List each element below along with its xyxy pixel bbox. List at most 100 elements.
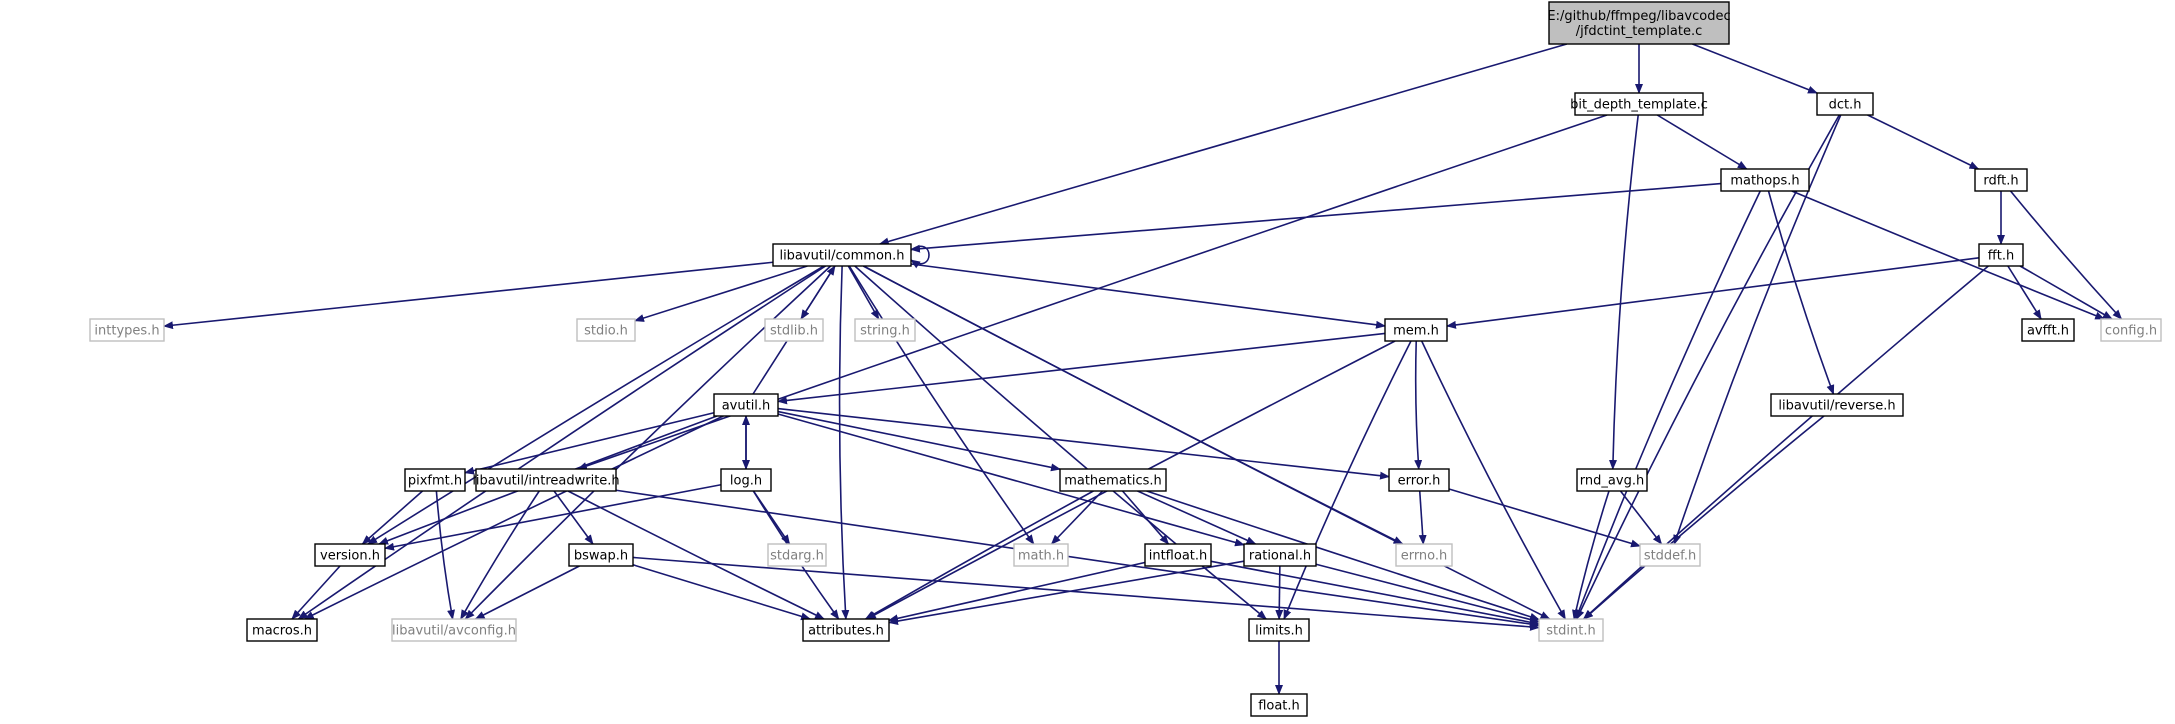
node-label-fft: fft.h [1988, 249, 2014, 264]
node-rational[interactable]: rational.h [1243, 543, 1317, 567]
node-avfft[interactable]: avfft.h [2021, 318, 2075, 342]
edge-common-to-errno [862, 265, 1404, 545]
node-label-avfft: avfft.h [2027, 324, 2069, 339]
node-pixfmt[interactable]: pixfmt.h [404, 468, 466, 492]
node-rdft[interactable]: rdft.h [1974, 168, 2028, 192]
node-box-rnd_avg [1576, 468, 1648, 492]
edge-avutil-to-mathematics [777, 410, 1061, 472]
node-log[interactable]: log.h [720, 468, 772, 492]
edge-intfloat-to-stdint [1210, 560, 1540, 627]
node-dct[interactable]: dct.h [1816, 92, 1874, 116]
edge-common-to-attributes [838, 265, 850, 620]
edge-intreadwrite-to-avconfig [460, 490, 540, 620]
node-version[interactable]: version.h [314, 543, 386, 567]
edge-common-to-mem [910, 263, 1386, 329]
edge-common-to-version [367, 265, 825, 545]
edge-error-to-errno [1418, 490, 1427, 545]
node-limits[interactable]: limits.h [1248, 618, 1310, 642]
node-label-error: error.h [1398, 474, 1441, 489]
edge-dct-to-stddef [1673, 114, 1842, 545]
edge-mathematics-to-math [1050, 490, 1104, 545]
edge-mathops-to-config [1791, 190, 2106, 320]
node-box-avfft [2021, 318, 2075, 342]
edge-mathematics-to-intfloat [1121, 490, 1170, 545]
edge-bswap-to-attributes [632, 564, 812, 621]
node-rnd_avg[interactable]: rnd_avg.h [1576, 468, 1648, 492]
node-label-bit_depth_template: bit_depth_template.c [1570, 98, 1708, 113]
edge-common-to-limits [854, 265, 1267, 620]
node-box-float [1250, 693, 1308, 717]
edge-pixfmt-to-version [361, 490, 424, 545]
node-label-reverse: libavutil/reverse.h [1778, 399, 1895, 414]
edge-rational-to-limits [1275, 565, 1284, 620]
node-box-bit_depth_template [1574, 92, 1704, 116]
edge-log-to-version [384, 483, 722, 551]
edge-mathops-to-reverse [1767, 190, 1835, 395]
node-label-intreadwrite: libavutil/intreadwrite.h [472, 474, 619, 489]
node-label-math: math.h [1018, 549, 1064, 564]
node-macros[interactable]: macros.h [246, 618, 318, 642]
node-mathematics[interactable]: mathematics.h [1059, 468, 1167, 492]
node-math: math.h [1013, 543, 1069, 567]
edge-intreadwrite-to-stdint [615, 489, 1540, 628]
edge-fft-to-mem [1446, 257, 1980, 329]
edge-mathematics-to-attributes [864, 490, 1094, 620]
node-float[interactable]: float.h [1250, 693, 1308, 717]
node-label-macros: macros.h [252, 624, 312, 639]
node-root[interactable]: E:/github/ffmpeg/libavcodec/jfdctint_tem… [1547, 1, 1731, 45]
node-label-mathematics: mathematics.h [1064, 474, 1162, 489]
edge-rnd_avg-to-stddef [1619, 490, 1663, 545]
node-label-intfloat: intfloat.h [1149, 549, 1208, 564]
node-box-reverse [1770, 393, 1904, 417]
node-stdarg: stdarg.h [767, 543, 827, 567]
node-box-config [2100, 318, 2162, 342]
node-label-rnd_avg: rnd_avg.h [1580, 474, 1644, 489]
node-label-float: float.h [1258, 699, 1300, 714]
node-reverse[interactable]: libavutil/reverse.h [1770, 393, 1904, 417]
node-avutil[interactable]: avutil.h [713, 393, 779, 417]
node-box-stdarg [767, 543, 827, 567]
node-label-mem: mem.h [1393, 324, 1439, 339]
node-label-pixfmt: pixfmt.h [408, 474, 462, 489]
edge-intreadwrite-to-bswap [553, 490, 594, 545]
edge-dct-to-rdft [1867, 114, 1980, 170]
edge-mathematics-to-stdint [1146, 490, 1540, 621]
edge-avutil-to-rational [777, 413, 1245, 547]
node-label-avutil: avutil.h [722, 399, 771, 414]
node-mem[interactable]: mem.h [1384, 318, 1448, 342]
edge-fft-to-config [2019, 265, 2113, 320]
node-common[interactable]: libavutil/common.h [772, 243, 912, 267]
edge-avutil-to-pixfmt [464, 411, 715, 475]
edge-root-to-common [878, 43, 1568, 246]
node-label-bswap: bswap.h [574, 549, 628, 564]
node-bswap[interactable]: bswap.h [568, 543, 634, 567]
node-box-stddef [1639, 543, 1701, 567]
node-label-stdint: stdint.h [1546, 624, 1595, 639]
edge-fft-to-avfft [2007, 265, 2042, 320]
node-label-version: version.h [320, 549, 380, 564]
node-box-stdint [1538, 618, 1604, 642]
edge-version-to-macros [291, 565, 341, 620]
edge-common-to-common [910, 245, 930, 269]
node-intfloat[interactable]: intfloat.h [1144, 543, 1212, 567]
edge-pixfmt-to-avconfig [435, 490, 455, 620]
node-mathops[interactable]: mathops.h [1720, 168, 1810, 192]
node-box-attributes [802, 618, 890, 642]
node-fft[interactable]: fft.h [1978, 243, 2024, 267]
node-box-version [314, 543, 386, 567]
node-box-errno [1395, 543, 1453, 567]
node-label-errno: errno.h [1401, 549, 1448, 564]
node-bit_depth_template[interactable]: bit_depth_template.c [1570, 92, 1708, 116]
node-attributes[interactable]: attributes.h [802, 618, 890, 642]
edge-intfloat-to-attributes [888, 561, 1146, 623]
node-error[interactable]: error.h [1388, 468, 1450, 492]
dependency-edges [163, 43, 2123, 695]
node-stdlib: stdlib.h [764, 318, 824, 342]
node-stdio: stdio.h [576, 318, 636, 342]
node-box-rational [1243, 543, 1317, 567]
node-avconfig: libavutil/avconfig.h [391, 618, 517, 642]
node-box-intreadwrite [475, 468, 617, 492]
node-intreadwrite[interactable]: libavutil/intreadwrite.h [472, 468, 620, 492]
node-label-log: log.h [730, 474, 762, 489]
node-box-mem [1384, 318, 1448, 342]
